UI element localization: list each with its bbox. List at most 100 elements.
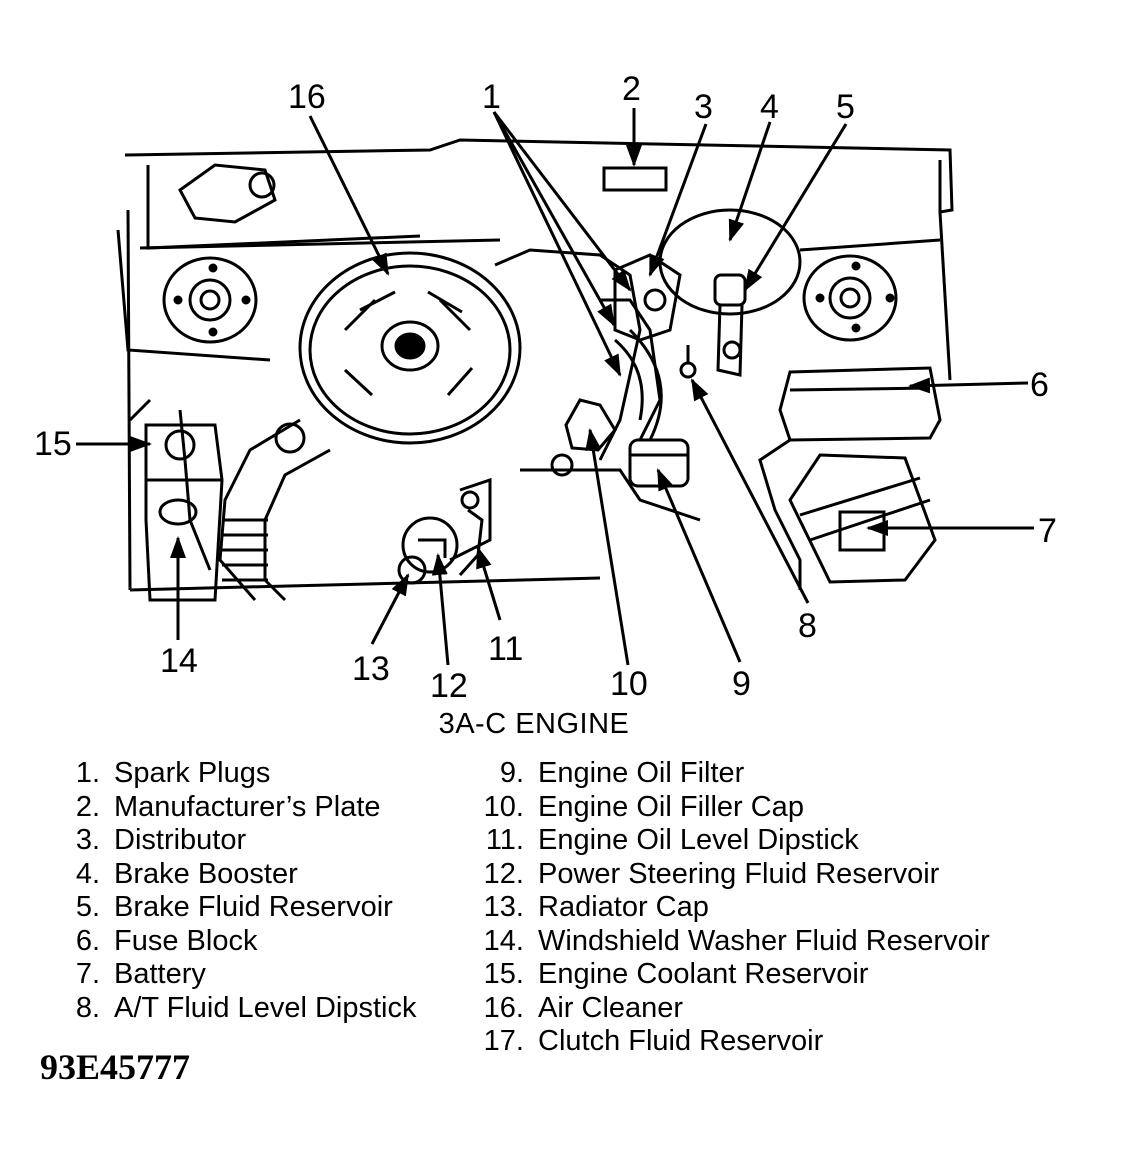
legend-number: 4. — [75, 857, 100, 890]
legend-number: 15. — [483, 958, 524, 990]
legend-number: 10. — [483, 790, 524, 823]
legend-item: 7. Battery — [60, 958, 416, 992]
legend-number: 11. — [485, 824, 524, 856]
legend-item: 8. A/T Fluid Level Dipstick — [60, 991, 417, 1026]
legend-item: 6. Fuse Block — [60, 925, 416, 959]
leader-9 — [656, 468, 742, 663]
callout-numbers: 1 2 3 4 5 6 7 8 9 10 11 12 13 14 15 16 — [34, 70, 1057, 705]
air-cleaner — [298, 251, 522, 445]
legend-number: 17. — [483, 1025, 524, 1057]
callout-7: 7 — [1038, 512, 1057, 550]
callout-12: 12 — [430, 667, 468, 705]
leader-1a — [492, 111, 616, 327]
legend-label: Distributor — [114, 824, 247, 856]
callout-9: 9 — [732, 665, 751, 703]
legend-number: 16. — [483, 991, 524, 1024]
legend-item: 17. Clutch Fluid Reservoir — [474, 1025, 990, 1059]
leader-8 — [690, 378, 810, 604]
right-strut-tower — [802, 254, 898, 342]
legend-label: Radiator Cap — [538, 891, 709, 923]
legend-label: Engine Oil Filter — [538, 757, 745, 789]
legend-number: 2. — [75, 790, 100, 823]
legend-item: 9. Engine Oil Filter — [474, 757, 990, 791]
legend-number: 14. — [483, 924, 524, 957]
leader-16 — [308, 115, 390, 276]
intake-duct — [218, 418, 331, 602]
legend-label: Brake Fluid Reservoir — [114, 891, 393, 923]
legend-label: Air Cleaner — [538, 991, 684, 1024]
manufacturers-plate — [602, 166, 668, 192]
left-strut-tower — [162, 256, 258, 344]
callout-11: 11 — [488, 630, 523, 668]
leader-1b — [492, 111, 622, 377]
legend-item: 5. Brake Fluid Reservoir — [60, 891, 416, 925]
callout-2: 2 — [622, 70, 641, 108]
legend-label: Fuse Block — [114, 924, 258, 957]
legend-left: 1. Spark Plugs 2. Manufacturer’s Plate 3. D… — [60, 757, 417, 1026]
legend-item: 3. Distributor — [60, 824, 416, 858]
engine-bay-outline — [116, 138, 954, 592]
legend-number: 3. — [75, 824, 100, 856]
legend-item: 4. Brake Booster — [60, 858, 416, 892]
legend-right: 9. Engine Oil Filter 10. Engine Oil Filler… — [474, 757, 990, 1059]
legend-label: Manufacturer’s Plate — [114, 790, 381, 823]
front-components — [397, 490, 484, 585]
legend-label: Engine Oil Filler Cap — [538, 790, 804, 823]
leader-13 — [370, 573, 410, 645]
leader-11 — [476, 546, 502, 621]
callout-10: 10 — [610, 665, 648, 703]
legend-number: 6. — [75, 924, 100, 957]
leader-1c — [492, 111, 632, 292]
diagram-caption: 3A-C ENGINE — [438, 708, 630, 740]
leader-6 — [908, 377, 1029, 394]
legend-label: Power Steering Fluid Reservoir — [538, 857, 940, 890]
legend-item: 12. Power Steering Fluid Reservoir — [474, 858, 990, 892]
legend-item: 16. Air Cleaner — [474, 992, 990, 1026]
legend-label: Brake Booster — [114, 857, 298, 890]
figure-id: 93E45777 — [40, 1047, 191, 1087]
legend-number: 13. — [483, 891, 524, 923]
leader-12 — [431, 553, 450, 666]
legend-number: 8. — [75, 991, 100, 1024]
callout-6: 6 — [1030, 366, 1049, 404]
callout-3: 3 — [694, 88, 713, 126]
leader-3 — [648, 123, 708, 277]
legend-label: Spark Plugs — [114, 757, 271, 789]
legend-number: 12. — [483, 857, 524, 890]
coolant-washer-reservoir — [144, 409, 224, 602]
legend-number: 1. — [75, 757, 100, 789]
legend-item: 10. Engine Oil Filler Cap — [474, 791, 990, 825]
legend-number: 9. — [499, 757, 524, 789]
callout-8: 8 — [798, 607, 817, 645]
legend-item: 2. Manufacturer’s Plate — [60, 791, 416, 825]
callout-1: 1 — [482, 78, 501, 116]
leader-5 — [743, 123, 848, 292]
leader-10 — [585, 428, 630, 666]
leader-4 — [728, 121, 772, 242]
callout-15: 15 — [34, 425, 72, 463]
legend-item: 14.Windshield Washer Fluid Reservoir — [474, 925, 990, 959]
legend-label: Clutch Fluid Reservoir — [538, 1025, 824, 1057]
legend-label: Engine Coolant Reservoir — [538, 958, 869, 990]
battery — [758, 438, 937, 590]
legend-item: 13. Radiator Cap — [474, 891, 990, 925]
oil-filter — [628, 438, 690, 488]
wiper-motor — [178, 163, 277, 224]
callout-13: 13 — [352, 650, 390, 688]
engine-compartment-diagram: 1 2 3 4 5 6 7 8 9 10 11 12 13 14 15 16 — [34, 70, 1057, 705]
legend-item: 11. Engine Oil Level Dipstick — [474, 824, 990, 858]
callout-4: 4 — [760, 88, 779, 126]
callout-5: 5 — [836, 88, 855, 126]
legend-label: Engine Oil Level Dipstick — [538, 824, 859, 856]
legend-item: 15. Engine Coolant Reservoir — [474, 958, 990, 992]
oil-filler-cap — [564, 398, 617, 452]
legend-label: Battery — [114, 958, 206, 990]
leader-lines — [76, 108, 1034, 666]
legend-number: 7. — [75, 958, 100, 990]
legend-label: A/T Fluid Level Dipstick — [114, 991, 417, 1024]
at-dipstick — [679, 345, 697, 379]
legend-item: 1. Spark Plugs — [60, 757, 416, 791]
legend-number: 5. — [75, 891, 100, 923]
fuse-block — [778, 366, 942, 442]
callout-16: 16 — [288, 78, 326, 116]
